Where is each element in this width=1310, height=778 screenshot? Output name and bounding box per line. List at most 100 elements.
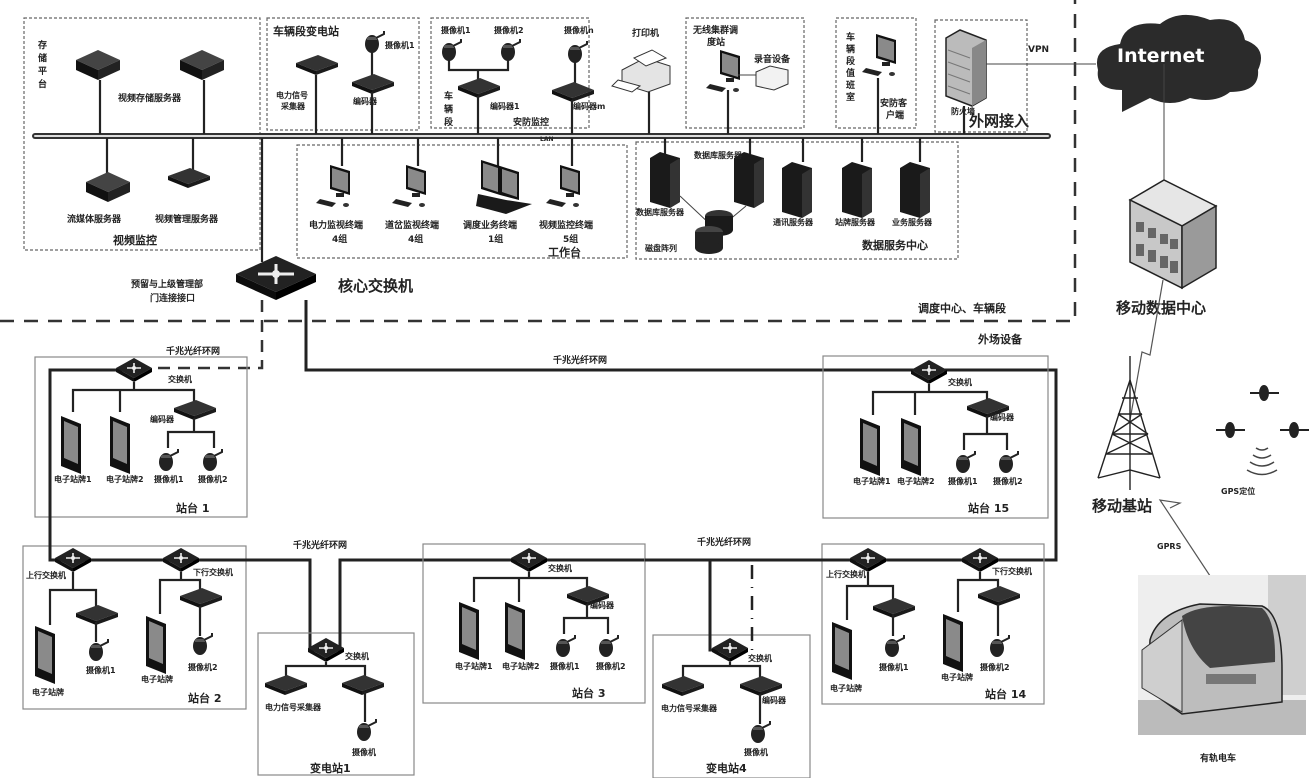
station-3-title: 站台 3 <box>572 686 605 700</box>
substation1-switch-label: 交换机 <box>345 651 369 661</box>
control-center-boundary <box>0 0 1077 323</box>
substation4-switch-icon <box>711 637 749 663</box>
ring-link-right <box>304 300 1058 562</box>
station2-camera1-icon <box>88 638 109 662</box>
station3-esign1-label: 电子站牌1 <box>455 661 493 671</box>
sec-encoderm-icon <box>552 82 594 102</box>
station3-camera2-icon <box>598 634 619 658</box>
station14-up-switch-label: 上行交换机 <box>826 569 866 579</box>
station14-esign-left-label: 电子站牌 <box>830 683 862 693</box>
substation1-camera-icon <box>356 718 377 742</box>
core-switch-label: 核心交换机 <box>338 277 413 295</box>
station1-encoder-label: 编码器 <box>150 414 175 424</box>
station-14-title: 站台 14 <box>985 687 1026 701</box>
zone-external-access <box>934 19 1028 133</box>
ring-continuation-dotted <box>750 558 820 650</box>
sec-camera1-label: 摄像机1 <box>441 25 471 35</box>
station1-esign1-icon <box>61 416 81 474</box>
station15-esign2-icon <box>901 418 921 476</box>
station1-esign2-label: 电子站牌2 <box>106 474 144 484</box>
streaming-server-label: 流媒体服务器 <box>67 213 122 225</box>
gprs-link <box>1158 499 1219 589</box>
lan-label: LAN <box>540 136 554 143</box>
station2-camera2-label: 摄像机2 <box>188 662 218 672</box>
gps-label: GPS定位 <box>1221 486 1255 496</box>
sign-server-label: 站牌服务器 <box>835 217 876 227</box>
vpn-label: VPN <box>1028 45 1049 55</box>
substation4-camera-icon <box>750 720 771 744</box>
station3-esign2-icon <box>505 602 525 660</box>
station14-esign-right-label: 电子站牌 <box>941 672 973 682</box>
power-terminal-count: 4组 <box>332 233 347 245</box>
sec-cameran-icon <box>567 40 588 64</box>
station14-esign-right-icon <box>943 614 963 672</box>
data-center-title: 数据服务中心 <box>862 238 928 252</box>
dispatch-terminal-label: 调度业务终端 <box>463 219 517 231</box>
security-client-pc-icon <box>862 34 896 76</box>
dispatch-pc-icon <box>706 50 740 92</box>
station15-camera1-icon <box>955 450 976 474</box>
depot-encoder-icon <box>352 74 394 94</box>
ring-label-top: 千兆光纤环网 <box>553 354 607 366</box>
comm-server-label: 通讯服务器 <box>773 217 814 227</box>
sec-encoderm-label: 编码器m <box>573 101 605 111</box>
sec-encoder1-icon <box>458 78 500 98</box>
video-monitoring-title: 视频监控 <box>113 233 157 247</box>
base-station-label: 移动基站 <box>1092 497 1152 515</box>
core-switch-icon <box>236 256 316 300</box>
substation4-collector-icon <box>662 676 704 696</box>
zone-wireless-dispatch <box>685 17 805 129</box>
station1-encoder-icon <box>174 400 216 420</box>
station3-switch-label: 交换机 <box>548 563 572 573</box>
reserved-port-label: 预留与上级管理部门连接接口 <box>131 278 203 304</box>
depot-side-label: 车辆段 <box>444 90 454 128</box>
ring-label-bottom-left: 千兆光纤环网 <box>293 539 347 551</box>
workstation-title: 工作台 <box>548 245 581 259</box>
power-terminal-icon <box>316 165 350 207</box>
biz-server-icon <box>900 162 930 218</box>
station-2-title: 站台 2 <box>188 691 221 705</box>
security-client-label: 安防客户端 <box>880 97 908 121</box>
gprs-label: GPRS <box>1157 542 1182 551</box>
station2-camera1-label: 摄像机1 <box>86 665 116 675</box>
dispatch-terminal-count: 1组 <box>488 233 503 245</box>
biz-server-label: 业务服务器 <box>892 217 933 227</box>
recorder-label: 录音设备 <box>754 53 791 65</box>
zone-depot-substation <box>266 17 420 131</box>
station14-camera2-label: 摄像机2 <box>980 662 1010 672</box>
gps-satellites-icon <box>1216 385 1309 438</box>
station2-esign-right-icon <box>146 616 166 674</box>
station15-esign1-label: 电子站牌1 <box>853 476 891 486</box>
station2-esign-left-icon <box>35 626 55 684</box>
base-station-tower-icon <box>1097 356 1161 490</box>
station2-up-switch-icon <box>54 547 92 573</box>
video-terminal-count: 5组 <box>563 233 578 245</box>
wireless-link-dc-tower <box>1129 279 1164 421</box>
wireless-dispatch-label: 无线集群调度站 <box>692 24 738 48</box>
substation4-camera-label: 摄像机 <box>744 747 768 757</box>
ring-label-bottom-right: 千兆光纤环网 <box>697 536 751 548</box>
zone-depot-duty-room <box>835 17 917 129</box>
station3-camera1-icon <box>555 634 576 658</box>
video-mgmt-server-icon <box>168 168 210 188</box>
ring-label-left: 千兆光纤环网 <box>166 345 220 357</box>
substation-1-box <box>257 632 415 776</box>
video-storage-server-label: 视频存储服务器 <box>118 92 182 104</box>
zone-depot-security <box>430 17 590 129</box>
video-terminal-label: 视频监控终端 <box>539 219 593 231</box>
station1-camera2-label: 摄像机2 <box>198 474 228 484</box>
station14-esign-left-icon <box>832 622 852 680</box>
sec-camera1-icon <box>441 38 462 62</box>
power-collector-icon <box>296 55 338 75</box>
station2-camera2-icon <box>192 632 213 656</box>
sec-cameran-label: 摄像机n <box>564 25 594 35</box>
power-terminal-label: 电力监视终端 <box>309 219 363 231</box>
station3-switch-icon <box>510 547 548 573</box>
substation1-camera-label: 摄像机 <box>352 747 376 757</box>
station-1-title: 站台 1 <box>176 501 209 515</box>
substation4-encoder-label: 编码器 <box>762 695 787 705</box>
station2-down-switch-label: 下行交换机 <box>193 567 233 577</box>
power-collector-label: 电力信号采集器 <box>276 90 308 111</box>
station3-camera2-label: 摄像机2 <box>596 661 626 671</box>
db-server-1-label: 数据库服务器 <box>636 207 685 217</box>
